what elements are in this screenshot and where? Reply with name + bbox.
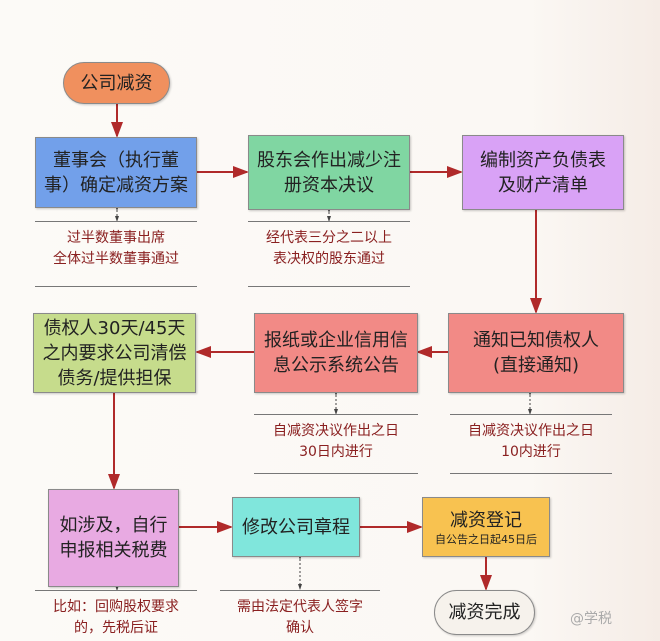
tax-note: 比如：回购股权要求的，先税后证 [35,590,197,641]
register-sublabel: 自公告之日起45日后 [435,532,537,546]
tax-node: 如涉及，自行申报相关税费 [48,489,179,587]
shareholders-note: 经代表三分之二以上表决权的股东通过 [248,221,410,287]
label: 及财产清单 [498,174,588,196]
register-node: 减资登记自公告之日起45日后 [422,497,550,557]
label: 债权人30天/45天 [43,317,186,339]
notify-note: 自减资决议作出之日 10内进行 [450,414,612,474]
note-line: 自减资决议作出之日 [273,423,399,439]
label: 修改公司章程 [242,516,350,538]
board-node: 董事会（执行董事）确定减资方案 [35,137,197,208]
label: 债务/提供担保 [57,367,172,389]
charter-note: 需由法定代表人签字确认 [220,590,380,641]
note-line: 比如：回购股权要求 [53,599,179,615]
creditors-node: 债权人30天/45天之内要求公司清偿债务/提供担保 [33,313,196,393]
start-node: 公司减资 [63,62,170,104]
note-line: 30日内进行 [299,444,373,460]
note-line: 表决权的股东通过 [273,251,385,267]
note-line: 自减资决议作出之日 [468,423,594,439]
note-line: 的，先税后证 [74,620,158,636]
label: 之内要求公司清偿 [42,342,187,364]
note-line: 全体过半数董事通过 [53,251,179,267]
label: 册资本决议 [284,174,374,196]
label: (直接通知) [492,355,580,376]
notify-node: 通知已知债权人 (直接通知) [448,313,624,393]
label: 如涉及，自行 [59,515,168,536]
note-line: 确认 [286,620,314,636]
announce-note: 自减资决议作出之日 30日内进行 [254,414,418,474]
charter-node: 修改公司章程 [232,497,360,557]
start-label: 公司减资 [80,72,153,94]
watermark: @学税 [570,611,612,627]
note-line: 经代表三分之二以上 [266,230,392,246]
label: 事）确定减资方案 [44,174,188,196]
board-note: 过半数董事出席全体过半数董事通过 [35,221,197,287]
label: 申报相关税费 [59,540,168,561]
announce-node: 报纸或企业信用信息公示系统公告 [254,313,418,393]
label: 董事会（执行董 [53,149,179,171]
end-label: 减资完成 [448,602,521,623]
label: 息公示系统公告 [273,355,399,376]
label: 股东会作出减少注 [257,149,401,171]
note-line: 需由法定代表人签字 [237,599,363,615]
balance-node: 编制资产负债表及财产清单 [462,135,624,210]
note-line: 过半数董事出席 [67,230,165,246]
note-line: 10内进行 [501,444,561,460]
label: 通知已知债权人 [473,330,599,351]
end-node: 减资完成 [434,590,535,635]
label: 编制资产负债表 [480,149,606,171]
label: 报纸或企业信用信 [264,330,408,351]
label: 减资登记 [450,509,522,531]
shareholders-node: 股东会作出减少注册资本决议 [248,135,410,210]
